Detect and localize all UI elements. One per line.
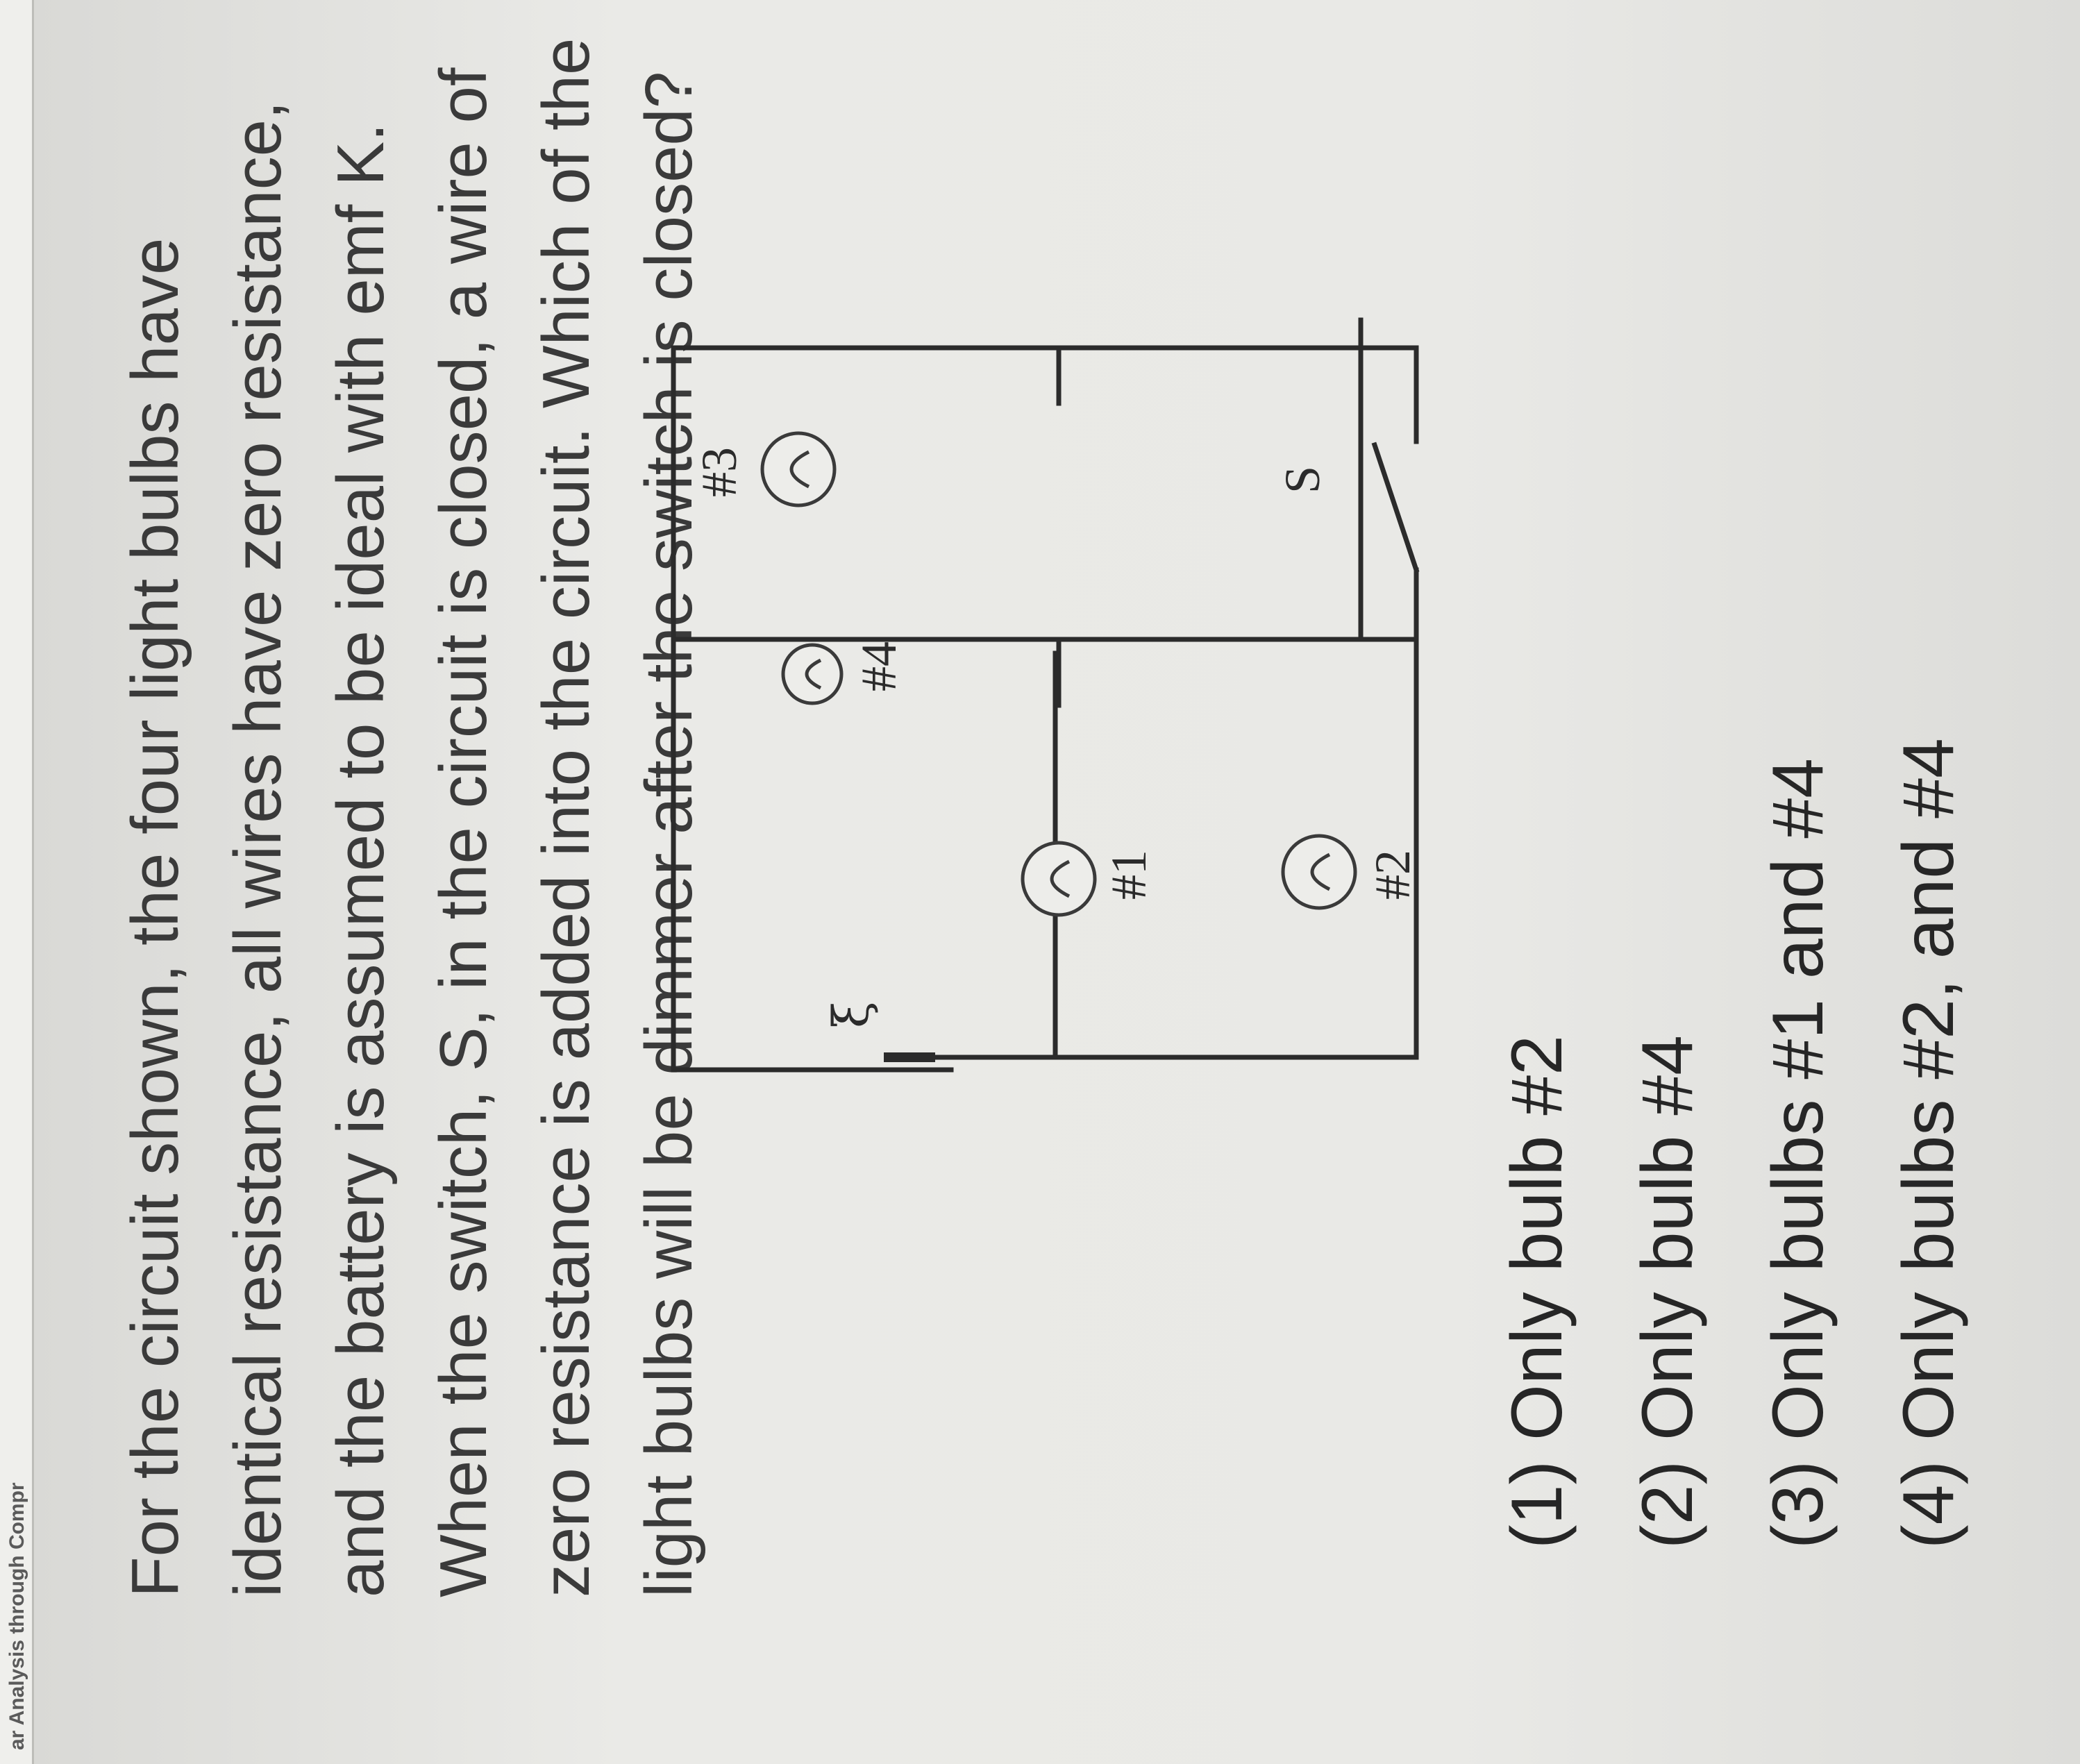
bulb-2-label: #2 — [1365, 850, 1420, 900]
bulb-4-label: #4 — [851, 641, 907, 691]
switch-blade — [1371, 442, 1420, 573]
answer-choice[interactable]: (3) Only bulbs #1 and #4 — [1758, 758, 1838, 1549]
bulb-1-glass — [1021, 841, 1097, 917]
bulb-2-glass — [1281, 834, 1357, 910]
bulb-1 — [1021, 841, 1097, 917]
bulb-4-filament — [805, 658, 822, 690]
bulb-3-label: #3 — [691, 447, 747, 497]
bulb-1-filament — [1050, 859, 1071, 898]
switch-label: S — [1275, 466, 1330, 494]
answer-choice[interactable]: (4) Only bulbs #2, and #4 — [1888, 738, 1969, 1549]
emf-label: ξ — [823, 1001, 880, 1028]
bulb-3 — [760, 431, 837, 507]
bulb-2-filament — [1310, 852, 1331, 891]
bulb-4 — [781, 643, 844, 705]
bulb-2 — [1281, 834, 1357, 910]
bulb-3-filament — [789, 450, 810, 489]
bulb-1-label: #1 — [1101, 850, 1157, 900]
switch — [1358, 345, 1420, 642]
bulb-4-glass — [781, 643, 844, 705]
circuit-wires — [671, 317, 1419, 1073]
answer-choices: (1) Only bulb #2 (2) Only bulb #4 (3) On… — [1472, 738, 1994, 1549]
answer-choice[interactable]: (1) Only bulb #2 — [1497, 1035, 1577, 1549]
bulb-3-glass — [760, 431, 837, 507]
circuit-frame — [671, 345, 1419, 1073]
answer-choice[interactable]: (2) Only bulb #4 — [1627, 1035, 1708, 1549]
